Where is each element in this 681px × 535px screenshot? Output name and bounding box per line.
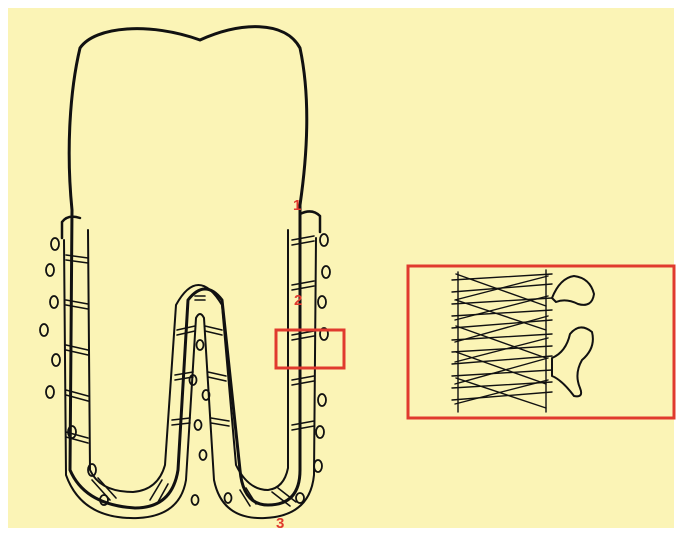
marker-1: 1 [293,197,301,214]
marker-3: 3 [276,515,284,532]
marker-2: 2 [294,292,302,309]
paper-background [8,8,674,528]
